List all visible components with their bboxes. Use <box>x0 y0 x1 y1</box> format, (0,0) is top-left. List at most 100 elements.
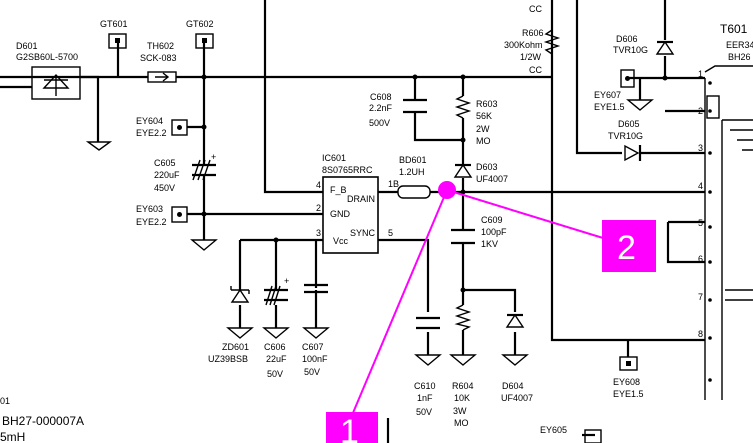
r604-type: MO <box>454 418 469 428</box>
t601-core: EER34 <box>726 40 753 50</box>
ey605-ref: EY605 <box>540 425 567 435</box>
bd601-value: 1.2UH <box>399 167 425 177</box>
r603-watt: 2W <box>476 124 490 134</box>
c605-ref: C605 <box>154 158 176 168</box>
wires <box>0 0 705 443</box>
c606-plus: + <box>284 276 289 286</box>
ey604-part: EYE2.2 <box>136 128 167 138</box>
zd601-part: UZ39BSB <box>208 354 248 364</box>
c608-value: 2.2nF <box>369 103 393 113</box>
zd601-ref: ZD601 <box>222 342 249 352</box>
r606-ref: R606 <box>522 28 544 38</box>
callout-2-number: 2 <box>617 229 636 267</box>
r606-watt: 1/2W <box>520 52 542 62</box>
ey607-part: EYE1.5 <box>594 102 625 112</box>
c610-value: 1nF <box>417 393 433 403</box>
d605-part: TVR10G <box>608 131 643 141</box>
c609-voltage: 1KV <box>481 239 498 249</box>
r606-resistor <box>543 29 561 55</box>
t601-bh: BH26 <box>728 52 751 62</box>
ic601-chip <box>322 176 379 254</box>
d604-ref: D604 <box>502 381 524 391</box>
t601-pin-8: 8 <box>698 329 703 339</box>
ey603-ref: EY603 <box>136 204 163 214</box>
zd601-zener <box>230 286 250 303</box>
c605-value: 220uF <box>154 170 180 180</box>
bd601-ferrite-bead <box>397 185 431 199</box>
junction-dots <box>201 74 668 293</box>
ey608-eyelet <box>619 356 638 371</box>
ic601-drain-pin: DRAIN <box>347 194 375 204</box>
c607-capacitor <box>304 283 328 294</box>
c610-capacitor <box>416 316 440 330</box>
d606-diode <box>655 40 675 55</box>
ic601-gnd-pin: GND <box>330 209 351 219</box>
t601-pin-4: 4 <box>698 181 703 191</box>
t601-pin-7: 7 <box>698 292 703 302</box>
c608-capacitor <box>403 98 427 114</box>
d605-ref: D605 <box>618 119 640 129</box>
bd601-ref: BD601 <box>399 155 427 165</box>
callout-2-box <box>602 220 656 272</box>
c607-ref: C607 <box>302 342 324 352</box>
t601-pin-labels: 1 2 3 4 5 6 7 8 <box>698 69 703 339</box>
ic601-pin-3: 3 <box>316 228 321 238</box>
gt601-pad <box>108 33 127 49</box>
r603-ref: R603 <box>476 99 498 109</box>
d604-part: UF4007 <box>501 393 533 403</box>
c607-voltage: 50V <box>304 367 320 377</box>
left-01-label: 01 <box>0 396 10 406</box>
c609-ref: C609 <box>481 215 503 225</box>
t601-pin-6: 6 <box>698 254 703 264</box>
c610-ref: C610 <box>414 381 436 391</box>
gt602-pad <box>195 33 214 49</box>
c608-ref: C608 <box>370 92 392 102</box>
c606-voltage: 50V <box>267 369 283 379</box>
ey607-ref: EY607 <box>594 90 621 100</box>
d603-part: UF4007 <box>476 174 508 184</box>
annotation-overlay: 1 2 <box>326 181 656 443</box>
t601-transformer <box>704 65 753 400</box>
d601-ref: D601 <box>16 41 38 51</box>
t601-ref: T601 <box>720 22 748 36</box>
d604-diode <box>505 313 525 328</box>
c605-capacitor <box>192 140 216 181</box>
bh27-part-label: BH27-000007A <box>2 414 84 428</box>
ic601-vcc-pin: Vcc <box>333 236 349 246</box>
ic601-pin-5: 5 <box>388 228 393 238</box>
ic601-part: 8S0765RRC <box>322 165 373 175</box>
r606-value: 300Kohm <box>504 40 543 50</box>
c606-value: 22uF <box>266 354 287 364</box>
gt601-label: GT601 <box>100 19 128 29</box>
ey605-eyelet <box>584 429 602 443</box>
t601-pin-2: 2 <box>698 106 703 116</box>
probe-point-marker <box>438 181 456 199</box>
ic601-sync-pin: SYNC <box>350 228 376 238</box>
ey604-eyelet <box>171 119 188 136</box>
c610-voltage: 50V <box>416 407 432 417</box>
c605-plus: + <box>211 152 216 162</box>
t601-pin-1: 1 <box>698 69 703 79</box>
ic601-fb-pin: F_B <box>330 185 347 195</box>
r604-resistor <box>454 304 472 331</box>
th602-thermistor <box>147 71 177 83</box>
cc-mid-label: CC <box>529 65 542 75</box>
r604-ref: R604 <box>452 381 474 391</box>
ic601-pin-2: 2 <box>316 203 321 213</box>
left-5mh-label: 5mH <box>0 430 25 443</box>
callout-1-number: 1 <box>340 413 359 443</box>
r603-type: MO <box>476 136 491 146</box>
d606-part: TVR10G <box>613 45 648 55</box>
r603-value: 56K <box>476 111 492 121</box>
ic601-ref: IC601 <box>322 153 346 163</box>
r604-watt: 3W <box>453 406 467 416</box>
d603-diode <box>453 163 473 178</box>
t601-pin-3: 3 <box>698 143 703 153</box>
cc-top-label: CC <box>529 4 542 14</box>
ey608-ref: EY608 <box>613 377 640 387</box>
callout-1-leader <box>349 189 448 421</box>
ey604-ref: EY604 <box>136 116 163 126</box>
ey603-part: EYE2.2 <box>136 217 167 227</box>
ic601-pin-4: 4 <box>316 180 321 190</box>
